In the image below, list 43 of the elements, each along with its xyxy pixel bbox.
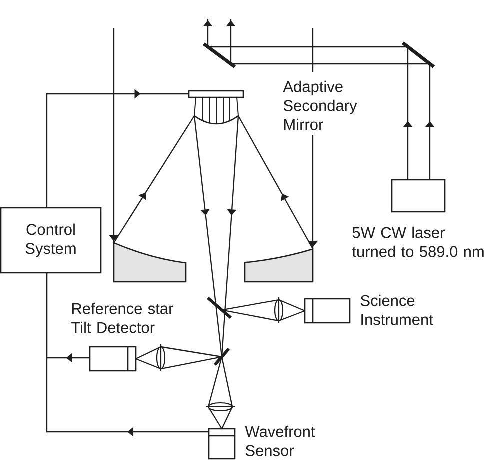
light-ray xyxy=(216,304,223,358)
beam-splitter xyxy=(207,296,232,320)
light-ray xyxy=(221,312,226,358)
light-ray xyxy=(278,299,306,312)
laser-label: 5W CW laser turned to 589.0 nm xyxy=(352,226,484,258)
light-ray xyxy=(136,346,162,360)
light-ray xyxy=(208,406,222,430)
signal-arrow xyxy=(46,273,209,437)
light-ray xyxy=(194,116,217,306)
laser-beam xyxy=(203,19,213,47)
laser-beam xyxy=(231,63,430,65)
light-ray xyxy=(238,116,314,250)
light-ray xyxy=(114,116,195,244)
sensor-label: Wavefront Sensor xyxy=(245,426,316,456)
mirror-label: Adaptive Secondary Mirror xyxy=(283,80,358,130)
fold-mirror xyxy=(203,42,236,68)
laser-beam xyxy=(425,64,435,180)
light-ray xyxy=(160,346,222,358)
light-ray xyxy=(278,310,306,322)
control-box: Control System xyxy=(0,207,102,274)
light-ray xyxy=(222,310,280,322)
laser-beam xyxy=(226,19,236,64)
light-ray xyxy=(208,356,223,408)
primary-mirror xyxy=(113,242,187,283)
instrument-label: Science Instrument xyxy=(360,294,434,326)
light-ray xyxy=(221,406,234,430)
lens xyxy=(206,402,235,412)
primary-mirror xyxy=(244,248,314,283)
detector-label: Reference star Tilt Detector xyxy=(72,302,174,334)
light-ray xyxy=(222,299,280,311)
light-ray xyxy=(308,27,318,250)
fold-mirror xyxy=(402,42,436,68)
laser-beam xyxy=(208,46,408,48)
light-ray xyxy=(221,356,234,408)
lens xyxy=(274,298,284,324)
beam-splitter xyxy=(214,348,230,366)
light-ray xyxy=(109,28,119,243)
lens xyxy=(156,344,166,372)
light-ray xyxy=(136,358,162,370)
signal-arrow xyxy=(46,89,189,208)
light-ray xyxy=(160,356,222,370)
light-ray xyxy=(224,116,240,313)
laser-beam xyxy=(403,47,413,180)
